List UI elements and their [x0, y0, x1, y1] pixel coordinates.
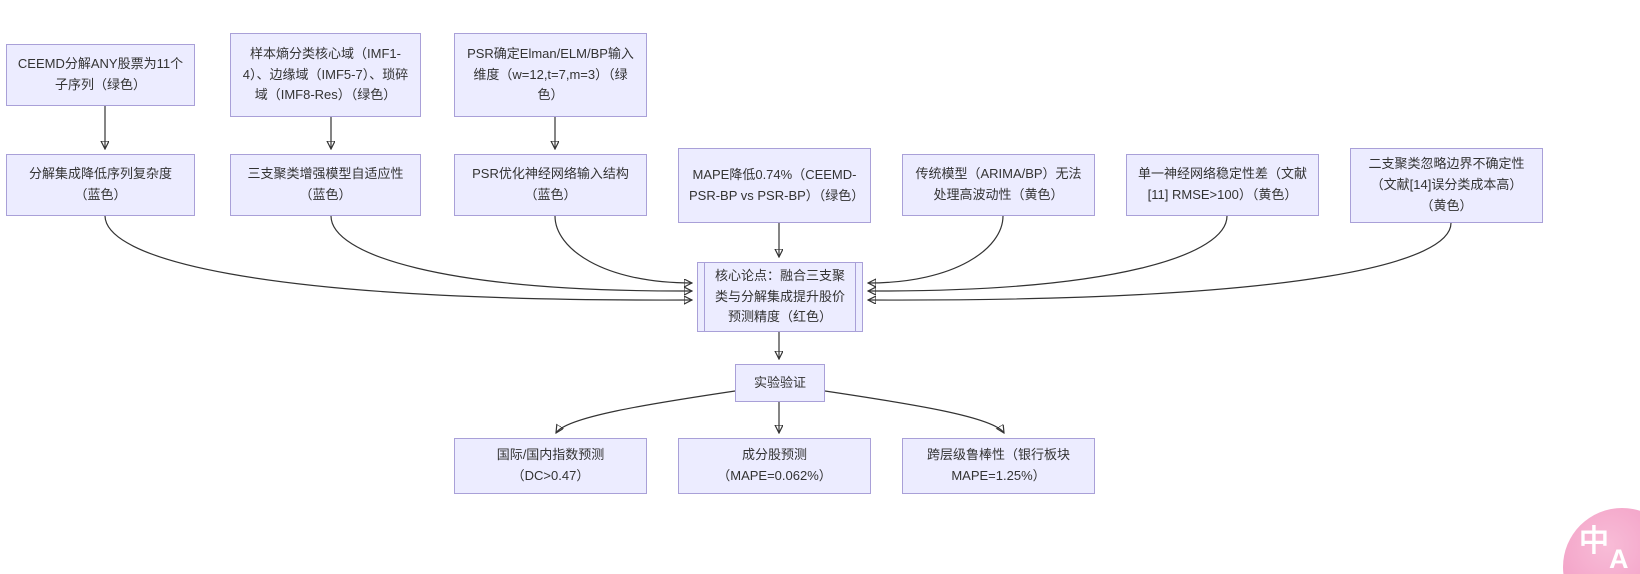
node-decomposition-ensemble: 分解集成降低序列复杂度（蓝色） — [6, 154, 195, 216]
node-label: 三支聚类增强模型自适应性（蓝色） — [247, 166, 404, 202]
edge-decomp-core — [104, 215, 692, 300]
node-label: 核心论点：融合三支聚类与分解集成提升股价预测精度（红色） — [714, 267, 845, 325]
edge-traditional-core — [868, 215, 1004, 283]
node-traditional-model-limits: 传统模型（ARIMA/BP）无法处理高波动性（黄色） — [902, 154, 1095, 216]
translate-badge-icon[interactable]: 中 A — [1563, 508, 1640, 574]
edge-threeway-core — [330, 215, 692, 291]
node-label: PSR确定Elman/ELM/BP输入维度（w=12,t=7,m=3）（绿色） — [467, 45, 634, 103]
edge-experiment-robust — [824, 390, 1004, 433]
node-label: 跨层级鲁棒性（银行板块MAPE=1.25%） — [926, 447, 1070, 483]
node-label: PSR优化神经网络输入结构（蓝色） — [472, 166, 629, 202]
edge-twoway-core — [868, 222, 1452, 300]
node-psr-input-dimension: PSR确定Elman/ELM/BP输入维度（w=12,t=7,m=3）（绿色） — [454, 33, 647, 117]
node-label: 样本熵分类核心域（IMF1-4）、边缘域（IMF5-7）、琐碎域（IMF8-Re… — [242, 45, 409, 103]
node-three-way-clustering: 三支聚类增强模型自适应性（蓝色） — [230, 154, 421, 216]
node-label: 传统模型（ARIMA/BP）无法处理高波动性（黄色） — [915, 166, 1082, 202]
node-experimental-validation: 实验验证 — [735, 364, 825, 402]
node-label: 国际/国内指数预测（DC>0.47） — [496, 447, 605, 483]
node-label: 实验验证 — [753, 374, 806, 390]
translate-badge-en-glyph: A — [1609, 544, 1629, 574]
node-cross-level-robustness: 跨层级鲁棒性（银行板块MAPE=1.25%） — [902, 438, 1095, 494]
node-ceemd-decomposition: CEEMD分解ANY股票为11个子序列（绿色） — [6, 44, 195, 106]
node-psr-optimization: PSR优化神经网络输入结构（蓝色） — [454, 154, 647, 216]
node-label: 分解集成降低序列复杂度（蓝色） — [28, 166, 172, 202]
node-sample-entropy-classification: 样本熵分类核心域（IMF1-4）、边缘域（IMF5-7）、琐碎域（IMF8-Re… — [230, 33, 421, 117]
node-label: 二支聚类忽略边界不确定性（文献[14]误分类成本高）（黄色） — [1368, 156, 1525, 213]
node-index-prediction: 国际/国内指数预测（DC>0.47） — [454, 438, 647, 494]
edge-singlenn-core — [868, 215, 1228, 291]
edge-psropt-core — [554, 215, 692, 283]
node-label: 成分股预测（MAPE=0.062%） — [717, 447, 832, 483]
node-label: MAPE降低0.74%（CEEMD-PSR-BP vs PSR-BP）（绿色） — [689, 166, 865, 203]
node-single-nn-instability: 单一神经网络稳定性差（文献[11] RMSE>100）（黄色） — [1126, 154, 1319, 216]
node-two-way-clustering-limits: 二支聚类忽略边界不确定性（文献[14]误分类成本高）（黄色） — [1350, 148, 1543, 223]
node-label: CEEMD分解ANY股票为11个子序列（绿色） — [17, 56, 184, 92]
translate-badge-zh-glyph: 中 — [1579, 525, 1609, 558]
node-core-thesis: 核心论点：融合三支聚类与分解集成提升股价预测精度（红色） — [697, 262, 863, 332]
node-label: 单一神经网络稳定性差（文献[11] RMSE>100）（黄色） — [1137, 166, 1307, 202]
node-constituent-stock-prediction: 成分股预测（MAPE=0.062%） — [678, 438, 871, 494]
node-mape-reduction: MAPE降低0.74%（CEEMD-PSR-BP vs PSR-BP）（绿色） — [678, 148, 871, 223]
edge-experiment-indexpred — [556, 390, 736, 433]
